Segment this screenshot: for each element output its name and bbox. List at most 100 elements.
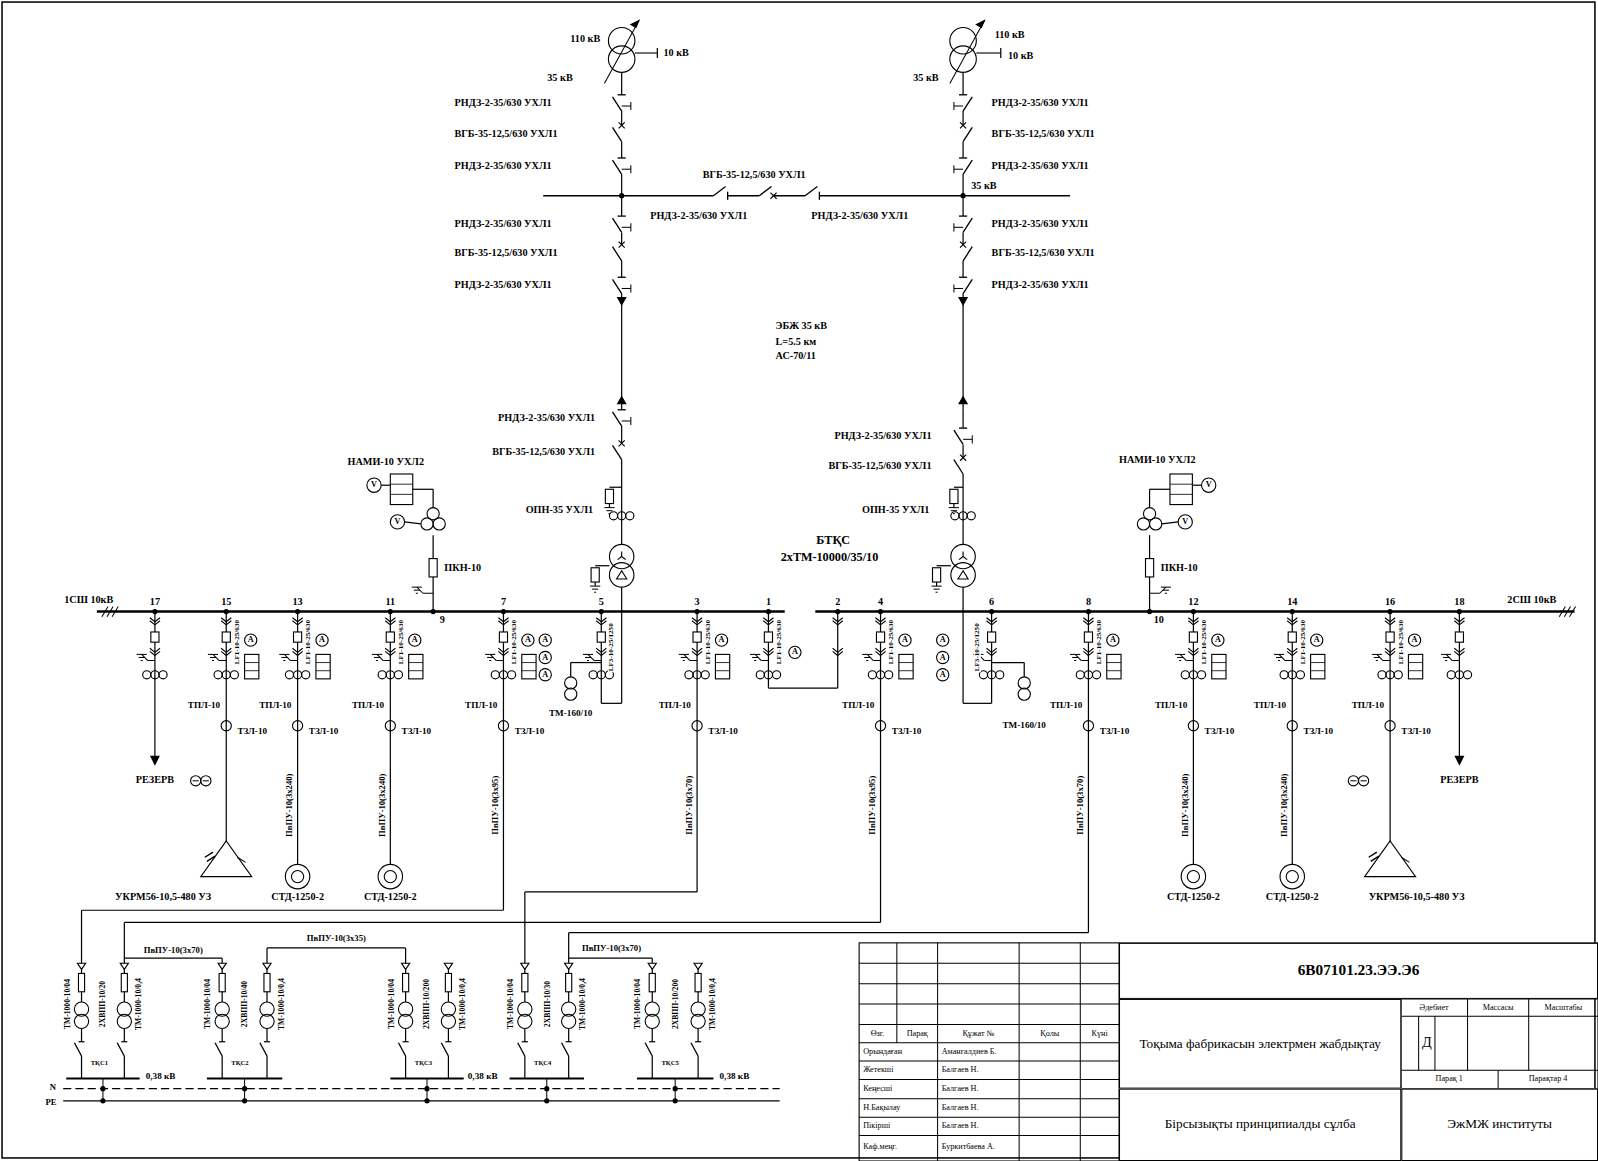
earth-switch [1186,660,1193,661]
cable-termination [565,963,573,969]
ct-label: ТЗЛ-10 [891,727,923,736]
equipment-label: ВГБ-35-12,5/630 УХЛ1 [454,248,559,258]
cell-number: 1 [765,597,772,607]
wire [448,1028,449,1041]
wire [963,703,992,704]
cell-number: 11 [384,597,396,607]
voltage-label: 0,38 кВ [145,1072,177,1081]
contact-bar [403,1041,409,1042]
meter-letter: V [370,481,378,489]
wire [222,1056,223,1078]
ct-circle [230,671,238,679]
ground-symbol [1372,654,1382,655]
energy-meter [1408,670,1422,671]
earth-knife [954,288,963,289]
voltage-label: 35 кВ [912,72,939,82]
transformer-label: ТМ-160/10 [1002,721,1047,730]
transformer-label: 2хТМ-10000/35/10 [780,550,880,562]
wire [390,612,391,865]
wire [962,410,963,428]
meter-panel [1170,474,1192,505]
ct-label: ТЗЛ-10 [1302,727,1334,736]
breaker-blade [612,445,621,459]
title-block-cell: ЭжМЖ институты [1401,1089,1598,1161]
breaker-blade [398,1043,405,1056]
fuse [1146,559,1154,577]
ammeter [1107,634,1119,646]
load-label: СТД-1250-2 [363,892,418,902]
title-block-text: Жетекші [862,1066,894,1074]
plug-contact [292,648,302,655]
fuse-switch [121,973,127,991]
title-block-text: Парақ 1 [1435,1075,1464,1083]
bus-continuation [102,606,108,616]
ct-circle [1447,671,1455,679]
circuit-breaker [1189,632,1197,642]
earthing-symbol [193,780,199,781]
ground-symbol [583,654,593,655]
disconnector-blade [963,97,972,111]
wire [405,948,406,963]
plug-contact [498,618,508,625]
conductor-label: PE [44,1098,57,1107]
breaker-mark [619,122,625,128]
voltage-label: 110 кВ [994,30,1026,40]
meter-letter: А [247,636,255,644]
transformer-label: ТМ-1000-10/0,4 [709,977,717,1031]
ct-circle [1394,671,1402,679]
bus-continuation [1564,606,1570,616]
wire [525,891,697,892]
plug-contact [987,648,997,655]
star-mark [959,551,967,559]
energy-meter [409,670,423,671]
title-block-cell: Тоқыма фабрикасын электрмен жабдықтау [1119,999,1401,1089]
earthing-symbol [1350,780,1356,781]
ct-circle [508,671,516,679]
wire [621,460,622,545]
fuse-switch [649,973,655,991]
wire [880,612,881,923]
ct-circle [589,671,597,679]
breaker-label: LF3-10-25/1250 [974,622,981,672]
transformer-winding [260,1014,274,1028]
wire [621,587,622,703]
earth-knife [972,435,973,443]
neutral-resistor [591,568,599,582]
tertiary-winding [635,52,657,53]
ct-circle [988,671,996,679]
cell-number: 14 [1286,597,1298,607]
transformer-winding [562,1014,576,1028]
energy-meter [245,654,259,678]
transformer-label: ТМ-1000-10/04 [388,978,396,1030]
ground-symbol [141,660,143,661]
ground-symbol [1445,660,1447,661]
title-grid [859,1098,1119,1099]
plug-contact [1454,618,1464,625]
equipment-label: РНДЗ-2-35/630 УХЛ1 [497,413,596,423]
title-grid [859,1061,1119,1062]
energy-meter [1212,654,1226,678]
title-block-text: Күні [1091,1030,1109,1038]
plug-contact [1083,618,1093,625]
line-label: ЭБЖ 35 кВ [775,321,828,331]
wire [266,1056,267,1078]
title-text: Тоқыма фабрикасын электрмен жабдықтау [1139,1036,1380,1051]
circuit-breaker [693,632,701,642]
busbar [774,195,806,197]
wire [448,1056,449,1078]
ground-symbol [1177,657,1183,658]
plug-contact [1287,618,1297,625]
equipment-label: РНДЗ-2-35/630 УХЛ1 [454,280,553,290]
wire [297,612,298,865]
title-grid [859,1135,1119,1136]
wire [568,1056,569,1078]
breaker-blade [612,127,621,141]
cable-end [959,397,967,404]
breaker-blade [215,1043,222,1056]
title-text: Бірсызықты принципиалды сұлба [1165,1117,1356,1132]
wire [405,1028,406,1041]
contact-bar [219,1041,225,1042]
energy-meter [1212,662,1226,663]
ct-label: ТЗЛ-10 [308,727,340,736]
ammeter [522,634,534,646]
